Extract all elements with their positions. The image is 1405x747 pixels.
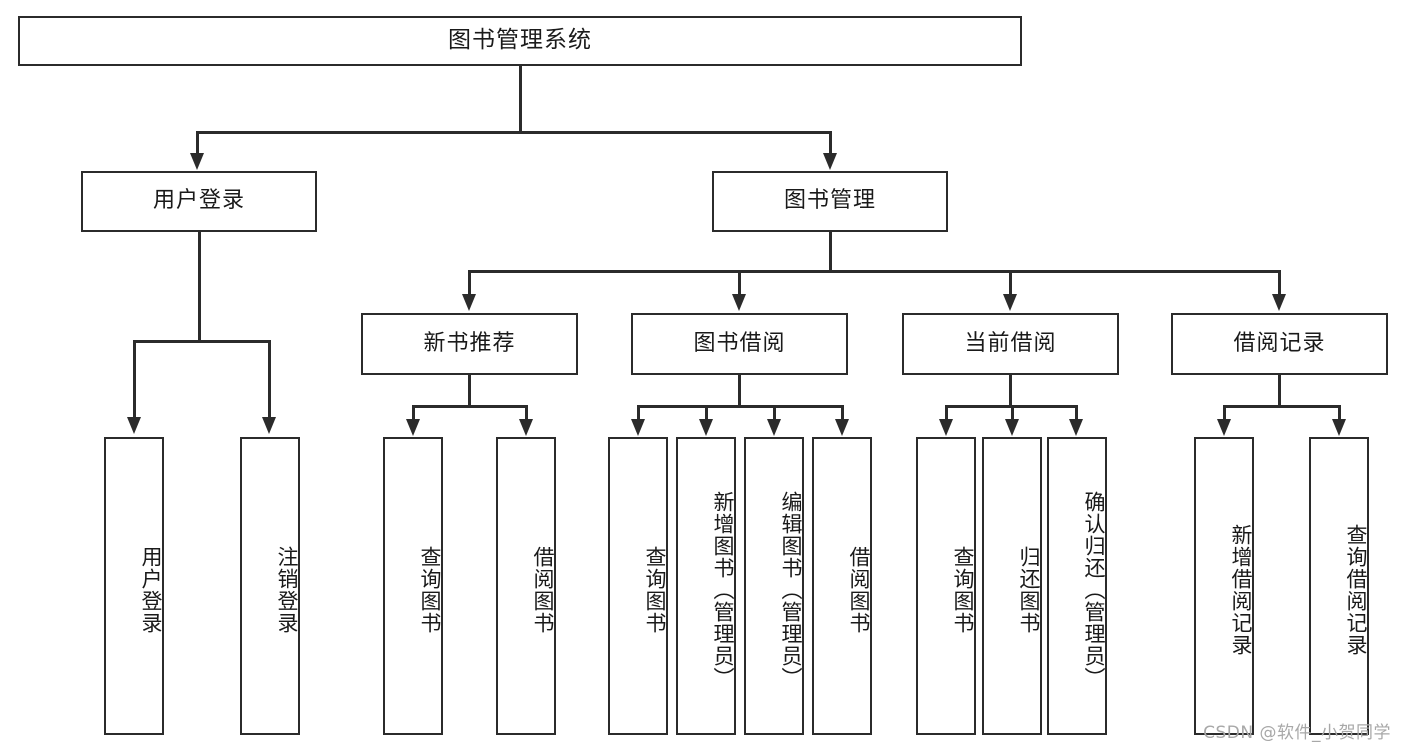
connector-drop-user-login [196,131,199,157]
leaf-current-borrow-confirm-admin[interactable]: 确认归还（管理员） [1047,437,1107,735]
arrowhead-borrow-record [1272,294,1286,311]
leaf-current-borrow-return[interactable]: 归还图书 [982,437,1042,735]
node-borrow-record[interactable]: 借阅记录 [1171,313,1388,375]
leaf-book-borrow-add-admin[interactable]: 新增图书（管理员） [676,437,736,735]
connector-drop-ul-leaf-1 [133,340,136,420]
node-label: 借阅图书 [847,546,871,634]
connector-book-management-stem [829,232,832,272]
node-label: 新增图书（管理员） [711,491,735,689]
node-label: 编辑图书（管理员） [779,491,803,689]
connector-drop-new-book [468,270,471,298]
node-label: 查询借阅记录 [1344,524,1368,656]
node-book-management[interactable]: 图书管理 [712,171,948,232]
node-label: 新增借阅记录 [1229,524,1253,656]
connector-book-borrow-stem [738,375,741,407]
leaf-new-book-query[interactable]: 查询图书 [383,437,443,735]
leaf-book-borrow-edit-admin[interactable]: 编辑图书（管理员） [744,437,804,735]
node-label: 确认归还（管理员） [1082,491,1106,689]
node-label: 图书管理系统 [448,27,592,54]
connector-root-stem [519,66,522,133]
arrowhead-cb-leaf-1 [939,419,953,436]
arrowhead-book-management [823,153,837,170]
connector-user-login-bus [133,340,270,343]
connector-drop-bb-leaf-4 [841,405,844,423]
connector-level2-bus [196,131,832,134]
arrowhead-user-login [190,153,204,170]
node-label: 查询图书 [643,546,667,634]
node-label: 图书管理 [783,188,876,214]
leaf-current-borrow-query[interactable]: 查询图书 [916,437,976,735]
node-label: 当前借阅 [964,330,1057,356]
node-label: 借阅记录 [1233,330,1326,356]
node-current-borrow[interactable]: 当前借阅 [902,313,1119,375]
leaf-book-borrow-borrow[interactable]: 借阅图书 [812,437,872,735]
connector-drop-bb-leaf-2 [705,405,708,423]
arrowhead-bb-leaf-3 [767,419,781,436]
connector-drop-bb-leaf-3 [773,405,776,423]
connector-drop-nb-leaf-2 [525,405,528,423]
arrowhead-cb-leaf-3 [1069,419,1083,436]
node-label: 用户登录 [139,546,163,634]
connector-drop-br-leaf-2 [1338,405,1341,423]
node-label: 归还图书 [1017,546,1041,634]
arrowhead-ul-leaf-1 [127,417,141,434]
leaf-borrow-record-add[interactable]: 新增借阅记录 [1194,437,1254,735]
connector-borrow-record-stem [1278,375,1281,407]
connector-drop-ul-leaf-2 [268,340,271,420]
arrowhead-current-borrow [1003,294,1017,311]
connector-drop-book-borrow [738,270,741,298]
arrowhead-bb-leaf-4 [835,419,849,436]
connector-level3-bus [468,270,1281,273]
leaf-user-login-logout[interactable]: 注销登录 [240,437,300,735]
node-label: 新书推荐 [423,330,516,356]
connector-drop-cb-leaf-1 [945,405,948,423]
connector-new-book-stem [468,375,471,407]
node-label: 查询图书 [418,546,442,634]
connector-user-login-stem [198,232,201,342]
node-label: 图书借阅 [693,330,786,356]
leaf-user-login-login[interactable]: 用户登录 [104,437,164,735]
connector-book-borrow-bus [637,405,843,408]
node-label: 查询图书 [951,546,975,634]
connector-drop-book-management [829,131,832,157]
arrowhead-new-book [462,294,476,311]
leaf-book-borrow-query[interactable]: 查询图书 [608,437,668,735]
connector-drop-br-leaf-1 [1223,405,1226,423]
connector-drop-cb-leaf-3 [1075,405,1078,423]
node-new-book-recommend[interactable]: 新书推荐 [361,313,578,375]
connector-drop-cb-leaf-2 [1011,405,1014,423]
connector-drop-current-borrow [1009,270,1012,298]
arrowhead-bb-leaf-1 [631,419,645,436]
node-label: 用户登录 [152,188,245,214]
connector-current-borrow-stem [1009,375,1012,407]
node-label: 借阅图书 [531,546,555,634]
connector-drop-bb-leaf-1 [637,405,640,423]
connector-drop-borrow-record [1278,270,1281,298]
arrowhead-nb-leaf-2 [519,419,533,436]
arrowhead-br-leaf-2 [1332,419,1346,436]
node-book-borrow[interactable]: 图书借阅 [631,313,848,375]
arrowhead-ul-leaf-2 [262,417,276,434]
arrowhead-book-borrow [732,294,746,311]
node-label: 注销登录 [275,546,299,634]
arrowhead-br-leaf-1 [1217,419,1231,436]
leaf-borrow-record-query[interactable]: 查询借阅记录 [1309,437,1369,735]
arrowhead-nb-leaf-1 [406,419,420,436]
node-user-login[interactable]: 用户登录 [81,171,317,232]
node-root-book-management-system[interactable]: 图书管理系统 [18,16,1022,66]
leaf-new-book-borrow[interactable]: 借阅图书 [496,437,556,735]
connector-borrow-record-bus [1223,405,1340,408]
arrowhead-cb-leaf-2 [1005,419,1019,436]
connector-drop-nb-leaf-1 [412,405,415,423]
arrowhead-bb-leaf-2 [699,419,713,436]
connector-new-book-bus [412,405,527,408]
